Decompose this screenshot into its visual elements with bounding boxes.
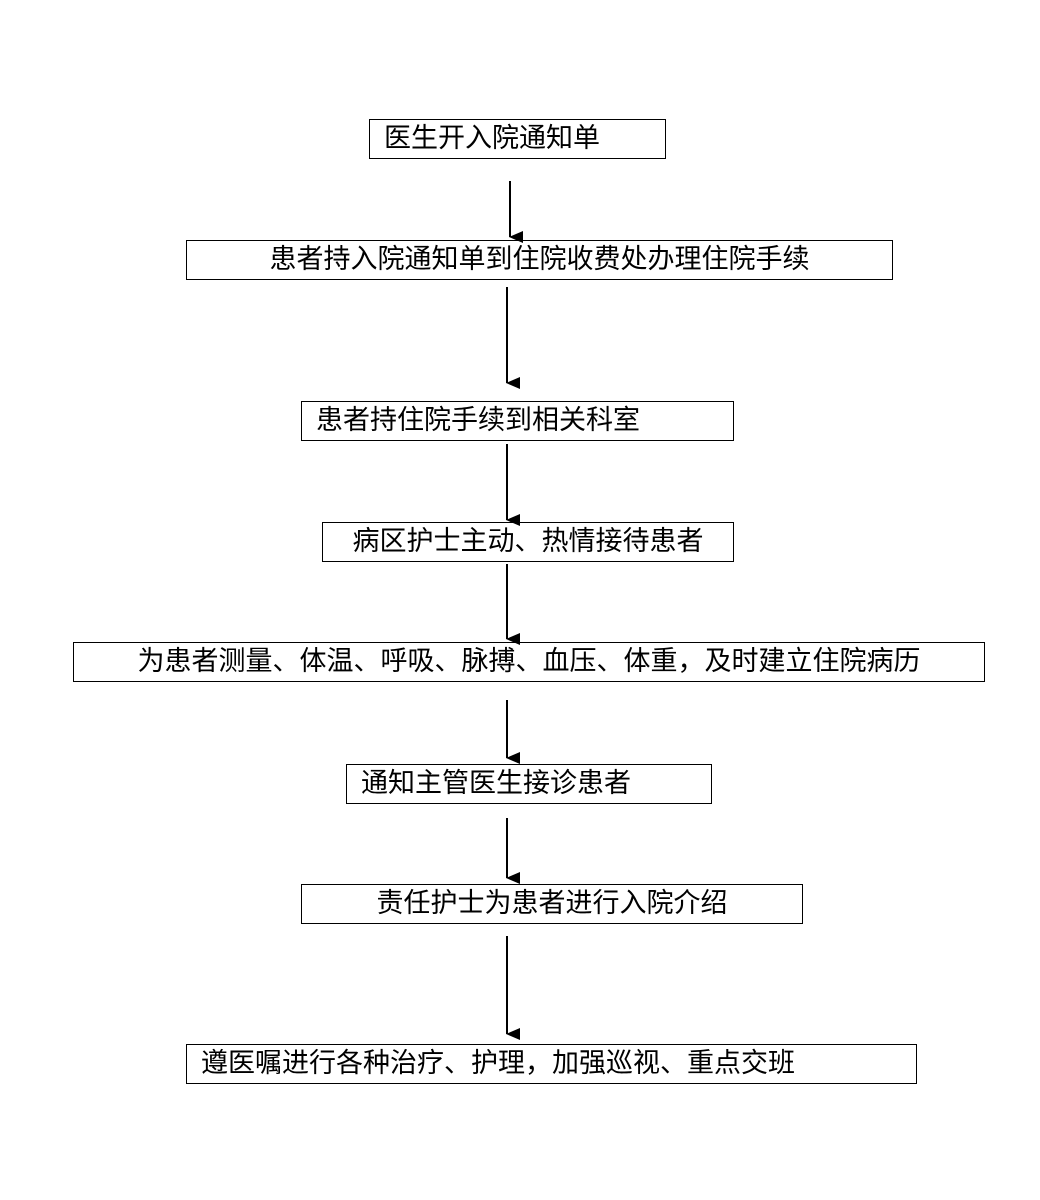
step-1-box: 医生开入院通知单 — [369, 119, 666, 159]
step-8-box: 遵医嘱进行各种治疗、护理，加强巡视、重点交班 — [186, 1044, 917, 1084]
step-7-box: 责任护士为患者进行入院介绍 — [301, 884, 803, 924]
step-5-label: 为患者测量、体温、呼吸、脉搏、血压、体重，及时建立住院病历 — [137, 646, 921, 677]
step-8-label: 遵医嘱进行各种治疗、护理，加强巡视、重点交班 — [201, 1048, 795, 1079]
step-1-label: 医生开入院通知单 — [384, 123, 600, 154]
step-6-box: 通知主管医生接诊患者 — [346, 764, 712, 804]
step-7-label: 责任护士为患者进行入院介绍 — [376, 888, 728, 919]
step-2-box: 患者持入院通知单到住院收费处办理住院手续 — [186, 240, 893, 280]
step-5-box: 为患者测量、体温、呼吸、脉搏、血压、体重，及时建立住院病历 — [73, 642, 985, 682]
step-3-box: 患者持住院手续到相关科室 — [301, 401, 734, 441]
step-2-label: 患者持入院通知单到住院收费处办理住院手续 — [269, 244, 810, 275]
step-6-label: 通知主管医生接诊患者 — [361, 768, 631, 799]
step-4-label: 病区护士主动、热情接待患者 — [352, 526, 704, 557]
step-3-label: 患者持住院手续到相关科室 — [316, 405, 640, 436]
step-4-box: 病区护士主动、热情接待患者 — [322, 522, 734, 562]
